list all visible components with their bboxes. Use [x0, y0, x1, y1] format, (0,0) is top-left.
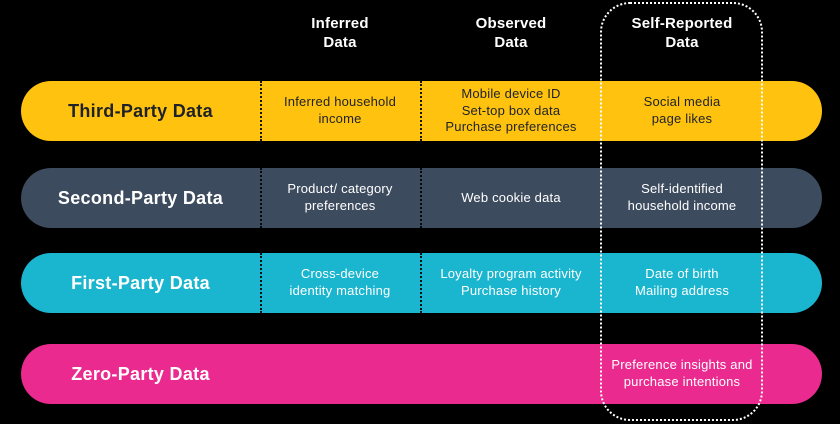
column-header-self-reported-data: Self-Reported Data	[631, 15, 733, 51]
cell-text: Web cookie data	[461, 189, 561, 205]
column-header-observed-data: Observed Data	[475, 15, 547, 51]
cell-third-party-self-reported: Social media page likes	[602, 81, 762, 141]
row-label-zero-party-data: Zero-Party Data	[71, 363, 210, 384]
row-label-third-party-data: Third-Party Data	[68, 100, 213, 121]
column-separator-dotted	[260, 168, 262, 228]
cell-text: Self-identified household income	[627, 181, 737, 213]
column-separator-dotted	[420, 253, 422, 313]
cell-text: Product/ category preferences	[287, 181, 393, 213]
cell-zero-party-self-reported: Preference insights and purchase intenti…	[602, 344, 762, 404]
column-separator-dotted	[260, 253, 262, 313]
row-label-first-party-data: First-Party Data	[71, 272, 210, 293]
row-zero-party-data: Zero-Party Data Preference insights and …	[21, 344, 822, 404]
row-first-party-data: First-Party Data Cross-device identity m…	[21, 253, 822, 313]
cell-text: Social media page likes	[643, 94, 721, 126]
cell-text: Loyalty program activity Purchase histor…	[440, 266, 582, 298]
column-separator-dotted	[420, 81, 422, 141]
cell-text: Mobile device ID Set-top box data Purcha…	[445, 85, 577, 135]
cell-text: Inferred household income	[283, 94, 396, 126]
cell-third-party-inferred: Inferred household income	[260, 81, 420, 141]
row-third-party-data: Third-Party Data Inferred household inco…	[21, 81, 822, 141]
cell-first-party-observed: Loyalty program activity Purchase histor…	[420, 253, 602, 313]
cell-first-party-self-reported: Date of birth Mailing address	[602, 253, 762, 313]
column-separator-dotted	[420, 168, 422, 228]
cell-text: Preference insights and purchase intenti…	[611, 357, 753, 389]
row-second-party-data: Second-Party Data Product/ category pref…	[21, 168, 822, 228]
row-label-second-party-data: Second-Party Data	[57, 187, 224, 208]
cell-second-party-observed: Web cookie data	[420, 168, 602, 228]
column-separator-dotted	[260, 81, 262, 141]
cell-text: Cross-device identity matching	[289, 266, 391, 298]
cell-text: Date of birth Mailing address	[634, 266, 730, 298]
cell-second-party-inferred: Product/ category preferences	[260, 168, 420, 228]
column-header-inferred-data: Inferred Data	[311, 15, 369, 51]
cell-first-party-inferred: Cross-device identity matching	[260, 253, 420, 313]
cell-second-party-self-reported: Self-identified household income	[602, 168, 762, 228]
cell-third-party-observed: Mobile device ID Set-top box data Purcha…	[420, 81, 602, 141]
